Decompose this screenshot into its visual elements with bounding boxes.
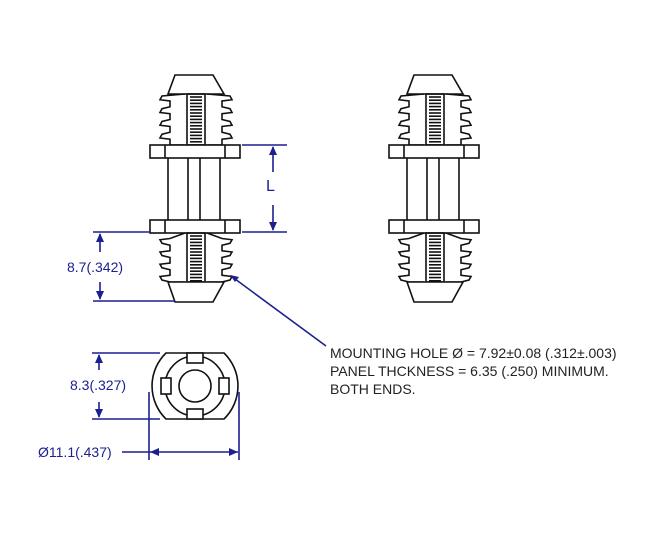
spacer-end-view <box>151 352 239 420</box>
barb-ribs <box>158 232 186 283</box>
barb-ribs <box>158 93 186 146</box>
spacer-side-view-left <box>149 74 241 303</box>
barb-ribs <box>206 93 234 146</box>
flange <box>388 219 480 234</box>
length-dimension <box>242 144 287 233</box>
flange <box>388 144 480 159</box>
bottom-cap <box>166 281 226 303</box>
top-cap <box>166 74 226 95</box>
length-label: L <box>266 178 275 195</box>
note-line-hole: MOUNTING HOLE Ø = 7.92±0.08 (.312±.003) <box>330 345 617 361</box>
note-line-panel: PANEL THCKNESS = 6.35 (.250) MINIMUM. <box>330 363 609 379</box>
flange <box>149 144 241 159</box>
mounting-note: MOUNTING HOLE Ø = 7.92±0.08 (.312±.003) … <box>330 344 617 398</box>
barb-ribs <box>445 93 473 146</box>
spacer-side-view-right <box>388 74 480 303</box>
barb-ribs <box>397 232 425 283</box>
note-line-ends: BOTH ENDS. <box>330 381 416 397</box>
diameter-label: Ø11.1(.437) <box>38 444 112 460</box>
barb-ribs <box>206 232 234 283</box>
barb-height-label: 8.7(.342) <box>67 259 124 275</box>
diameter-dimension <box>122 392 240 460</box>
note-leader-line <box>230 275 327 347</box>
top-cap <box>405 74 465 95</box>
flat-width-label: 8.3(.327) <box>70 377 127 393</box>
barb-ribs <box>445 232 473 283</box>
bottom-cap <box>405 281 465 303</box>
barb-ribs <box>397 93 425 146</box>
barb-height-dimension <box>93 231 175 302</box>
flange <box>149 219 241 234</box>
